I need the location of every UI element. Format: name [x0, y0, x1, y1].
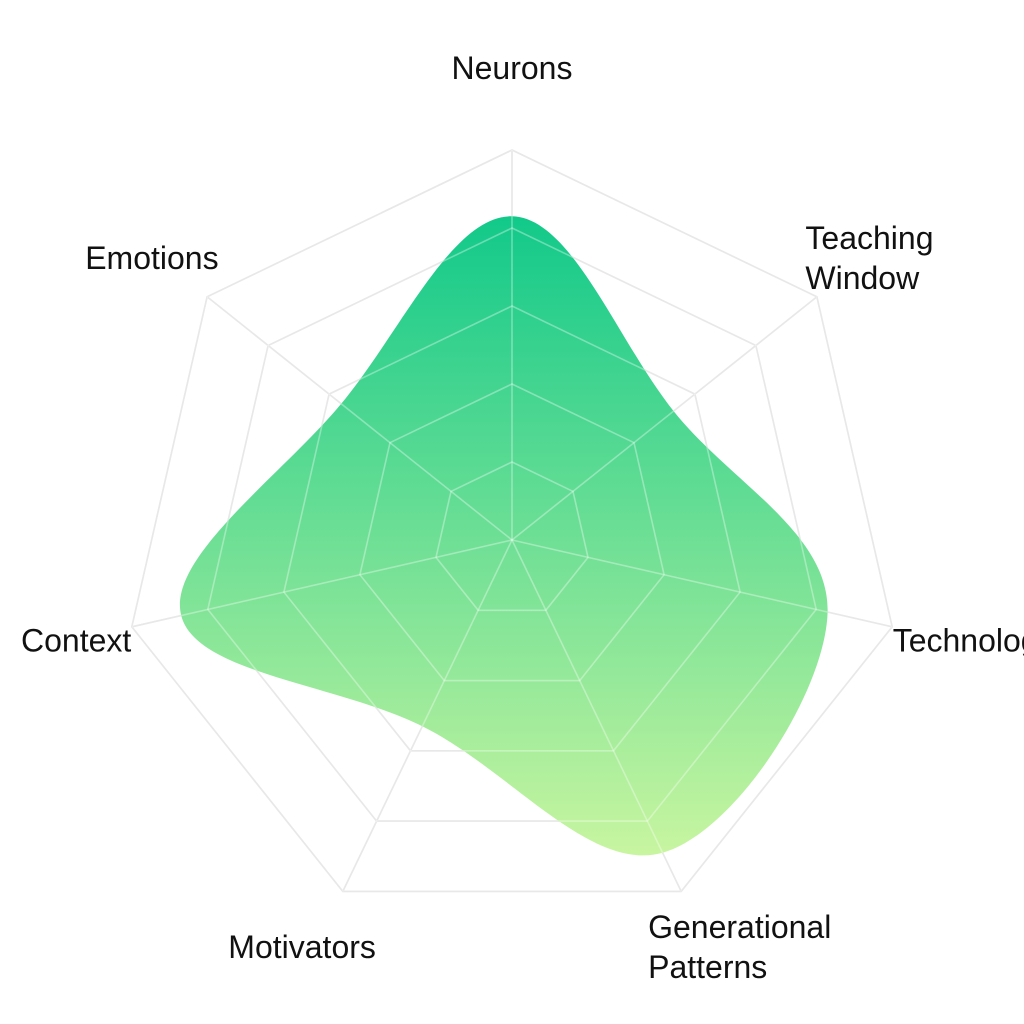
axis-label-4-line-2: Patterns [648, 949, 767, 985]
overlay-ring-3 [283, 305, 741, 752]
radar-area-layer [179, 216, 828, 856]
axis-label-7-line-1: Emotions [85, 240, 218, 276]
axis-label-6: Context [21, 623, 131, 659]
overlay-ring-2 [359, 383, 665, 682]
overlay-spoke-5 [342, 539, 513, 892]
radar-area [179, 216, 828, 856]
overlay-spoke-6 [131, 539, 513, 628]
axis-label-4-line-1: Generational [648, 909, 831, 945]
radar-axis-labels: NeuronsTeachingWindowTechnologyGeneratio… [21, 50, 1024, 985]
axis-label-2-line-1: Teaching [805, 220, 933, 256]
overlay-ring-4 [206, 227, 818, 822]
overlay-ring-1 [435, 461, 589, 612]
axis-label-5: Motivators [228, 929, 376, 965]
axis-label-3: Technology [893, 623, 1024, 659]
axis-label-3-line-1: Technology [893, 623, 1024, 659]
overlay-spoke-4 [511, 539, 682, 892]
axis-label-7: Emotions [85, 240, 218, 276]
axis-label-1: Neurons [452, 50, 573, 86]
overlay-spoke-2 [511, 296, 818, 541]
grid-ring-4 [206, 227, 818, 822]
axis-label-1-line-1: Neurons [452, 50, 573, 86]
overlay-ring-5 [130, 149, 894, 893]
axis-label-6-line-1: Context [21, 623, 131, 659]
overlay-spoke-3 [511, 539, 893, 628]
overlay-spoke-7 [206, 296, 513, 541]
axis-label-5-line-1: Motivators [228, 929, 376, 965]
grid-ring-5 [130, 149, 894, 893]
radar-grid-overlay [130, 149, 894, 893]
axis-label-2-line-2: Window [805, 260, 920, 296]
